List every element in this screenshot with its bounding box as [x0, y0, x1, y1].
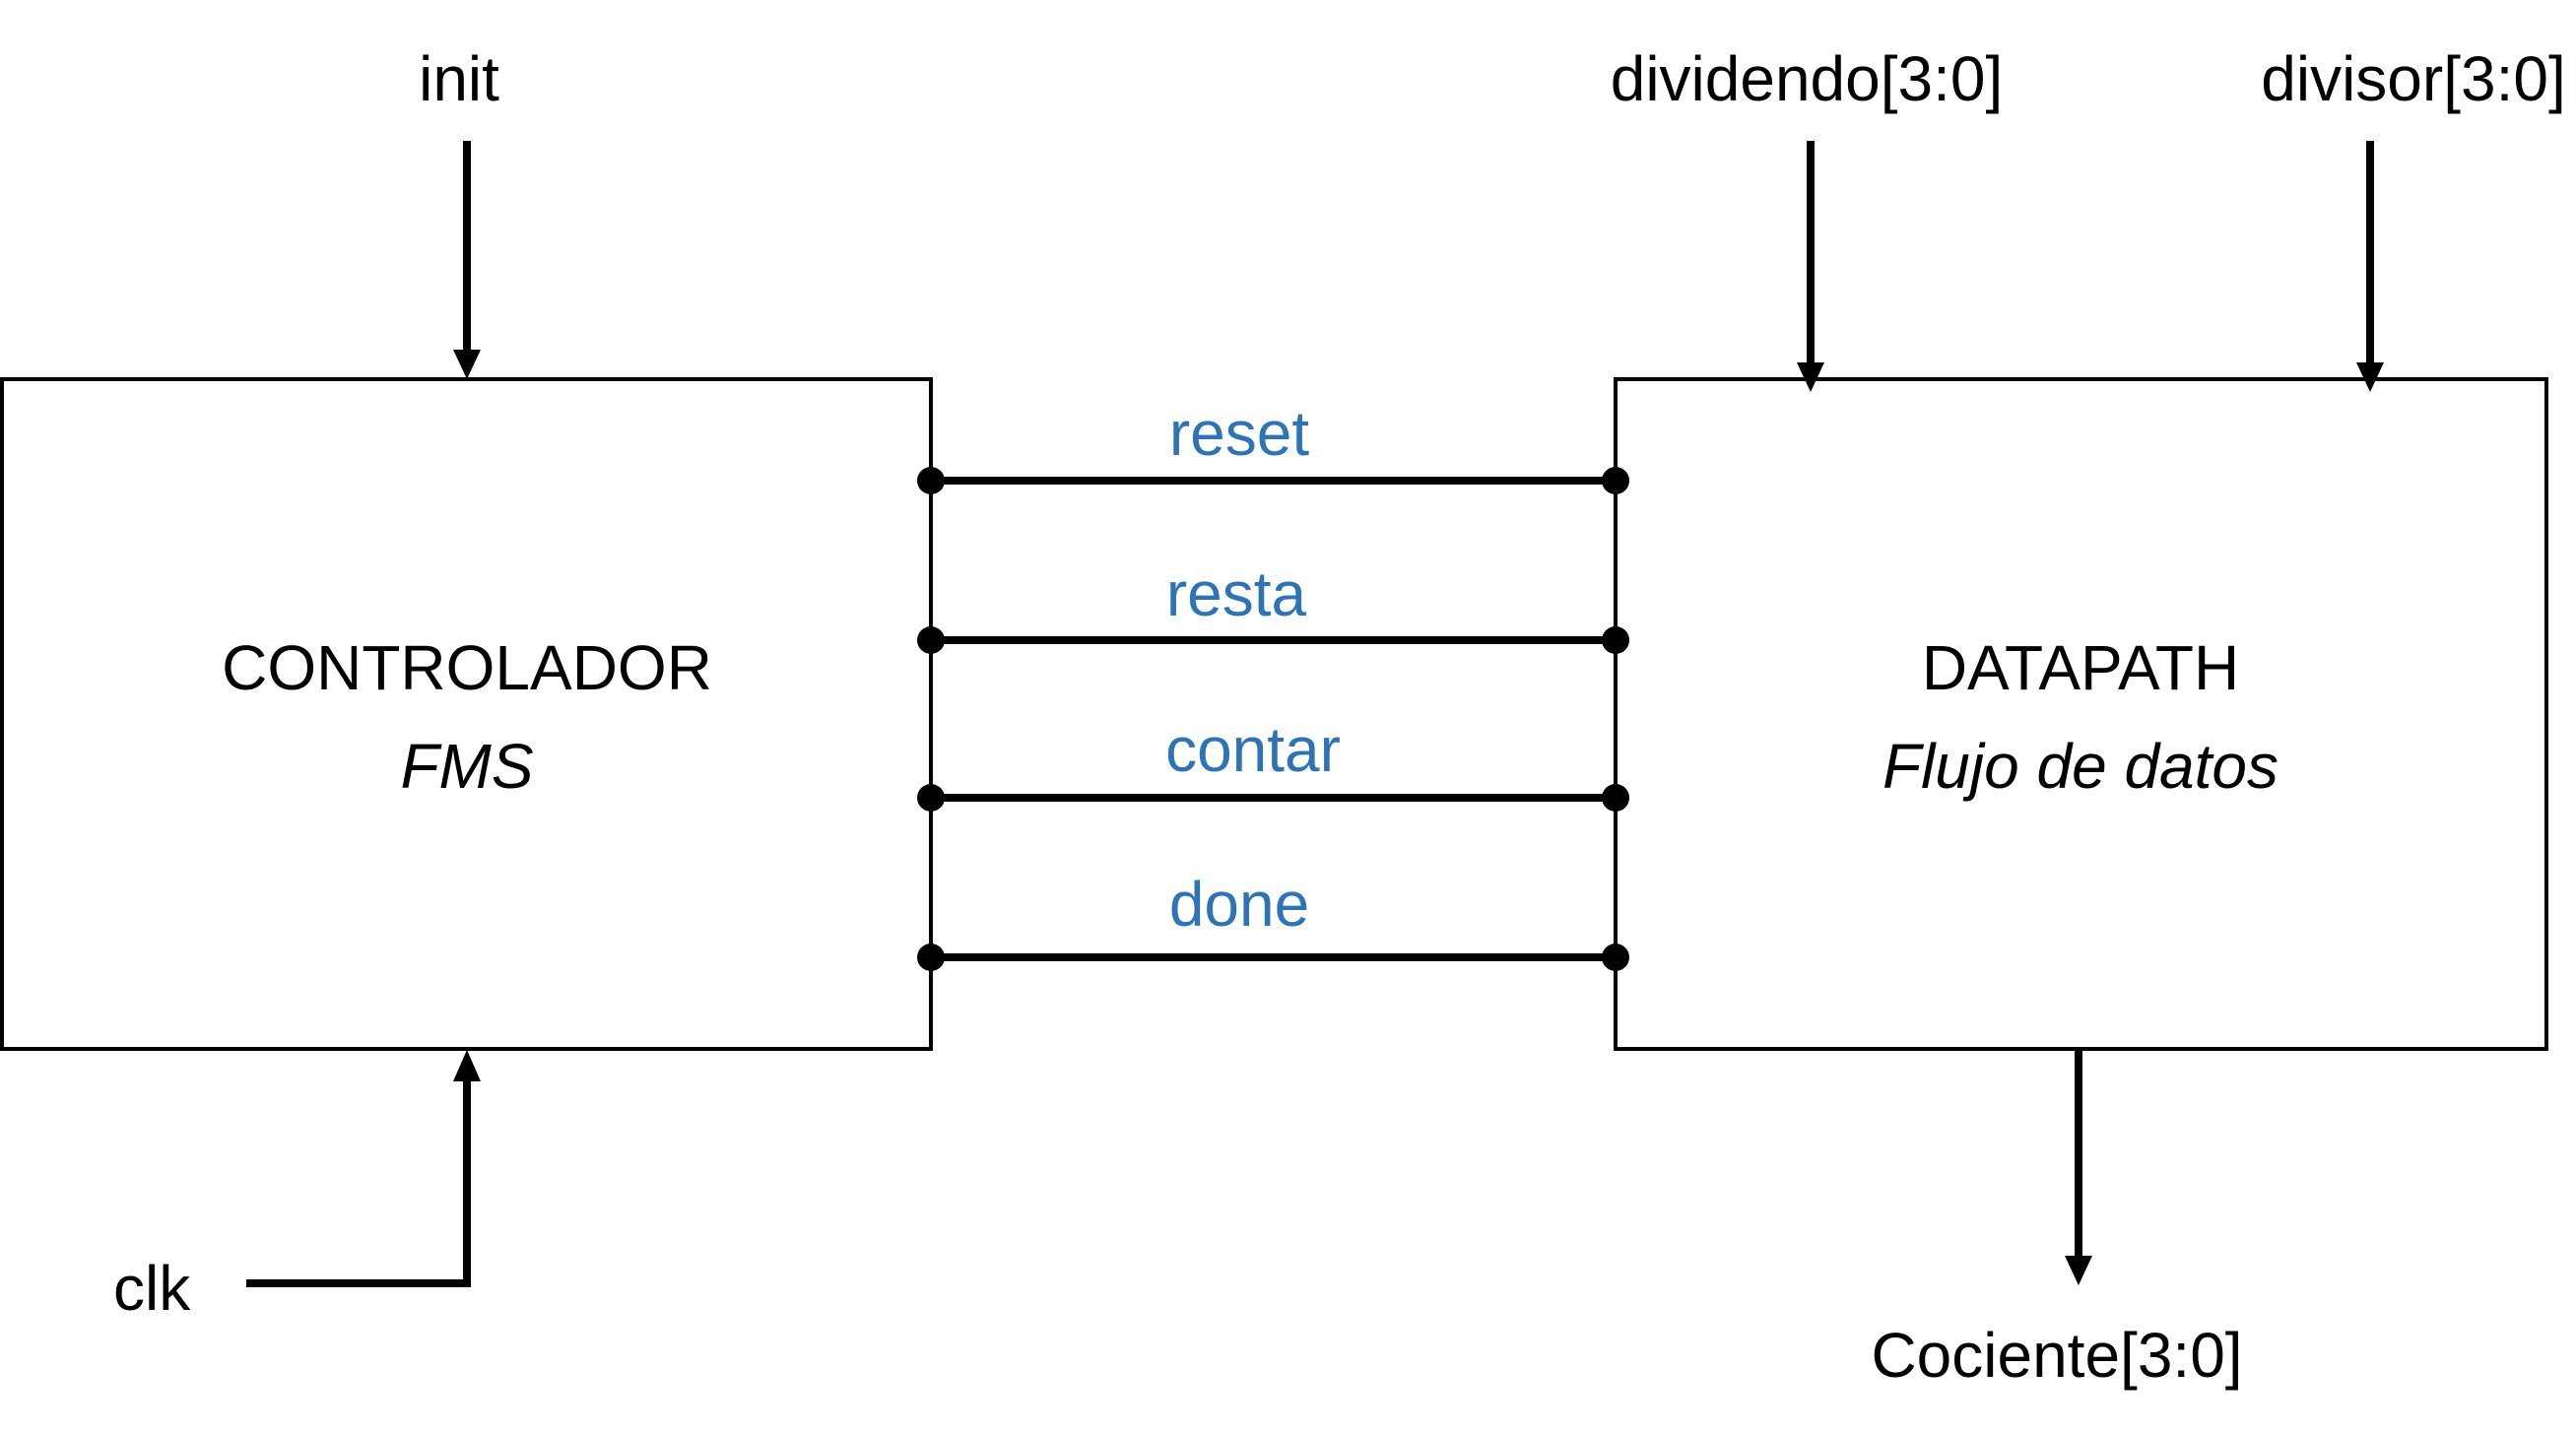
signal-bus: reset resta contar done: [917, 398, 1629, 971]
signal-node-done-left: [917, 944, 945, 971]
init-label: init: [419, 43, 499, 114]
datapath-block: [1614, 377, 2548, 1051]
signal-label-resta: resta: [1166, 558, 1307, 629]
clk-arrow-icon: [453, 1050, 481, 1081]
datapath-subtitle: Flujo de datos: [1882, 731, 2279, 802]
signal-label-reset: reset: [1169, 398, 1310, 469]
signal-node-reset-left: [917, 467, 945, 494]
clk-label: clk: [113, 1253, 191, 1324]
controller-subtitle: FMS: [400, 731, 533, 802]
datapath-title: DATAPATH: [1922, 632, 2239, 703]
divisor-label: divisor[3:0]: [2261, 43, 2565, 114]
dividendo-label: dividendo[3:0]: [1611, 43, 2004, 114]
signal-node-reset-right: [1602, 467, 1629, 494]
controller-title: CONTROLADOR: [222, 632, 712, 703]
divisor-arrow-icon: [2356, 362, 2384, 392]
signal-node-resta-right: [1602, 626, 1629, 654]
clk-wire: [246, 1081, 471, 1287]
controller-block: [0, 377, 933, 1051]
signal-node-done-right: [1602, 944, 1629, 971]
signal-node-contar-left: [917, 784, 945, 812]
signal-label-contar: contar: [1165, 714, 1341, 785]
signal-node-resta-left: [917, 626, 945, 654]
init-arrow-icon: [453, 350, 481, 379]
cociente-label: Cociente[3:0]: [1871, 1320, 2242, 1391]
cociente-arrow-icon: [2065, 1256, 2092, 1285]
signal-label-done: done: [1169, 869, 1309, 940]
dividendo-arrow-icon: [1797, 362, 1824, 392]
signal-node-contar-right: [1602, 784, 1629, 812]
